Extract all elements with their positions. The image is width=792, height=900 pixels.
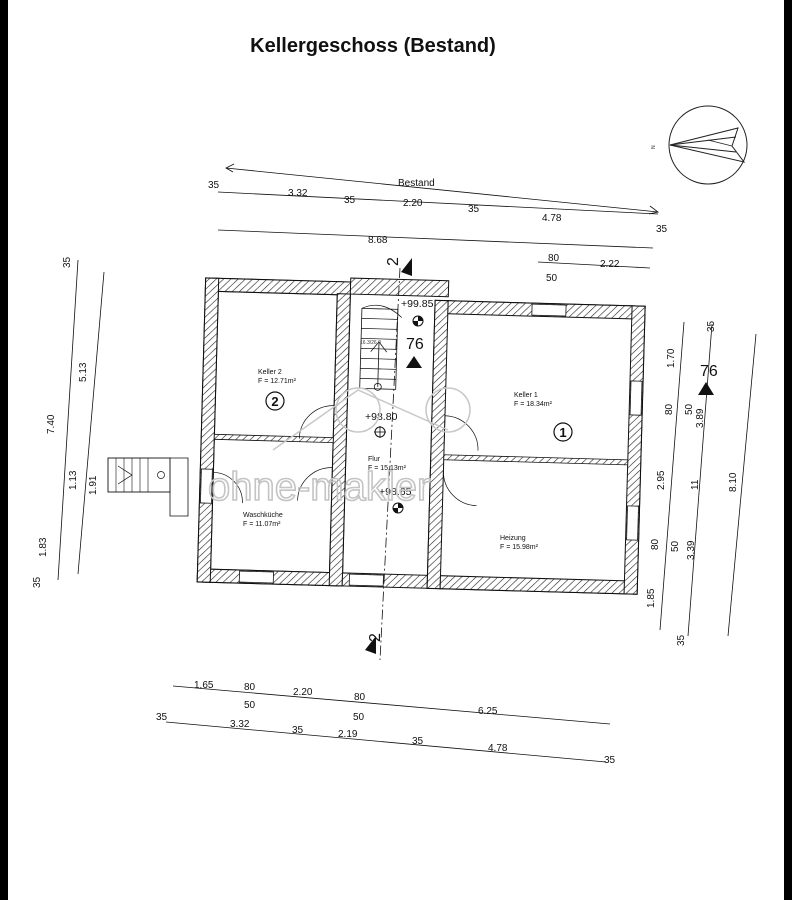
section-marker-bottom: 2 bbox=[365, 633, 384, 654]
room-area-flur: F = 15.13m² bbox=[368, 465, 407, 472]
floor-plan-svg: Kellergeschoss (Bestand) N bbox=[32, 35, 757, 766]
dim-bottom-r2-1: 3.32 bbox=[230, 719, 250, 730]
dim-bottom-r2-5: 4.78 bbox=[488, 743, 508, 754]
dim-left-1: 5.13 bbox=[78, 362, 89, 382]
dim-left-6: 35 bbox=[32, 576, 43, 588]
room-waschkueche: Waschküche F = 11.07m² bbox=[243, 512, 283, 528]
section-marker-76-right: 76 bbox=[698, 363, 718, 395]
dim-left-0: 35 bbox=[62, 256, 73, 268]
room-keller-2: Keller 2 F = 12.71m² 2 bbox=[258, 369, 297, 411]
dim-top-r3-1: 50 bbox=[546, 273, 558, 284]
room-flur: Flur F = 15.13m² bbox=[368, 456, 407, 472]
dim-top-overall: Bestand bbox=[398, 178, 435, 189]
building-walls bbox=[107, 267, 646, 661]
room-area-keller-1: F = 18.34m² bbox=[514, 401, 553, 408]
dim-bottom-r2-6: 35 bbox=[604, 755, 616, 766]
dim-left-4: 1.91 bbox=[88, 475, 99, 495]
dim-bottom-r1-5: 50 bbox=[353, 712, 365, 723]
dim-right-10: 50 bbox=[670, 540, 681, 552]
dim-top-r1-0: 35 bbox=[208, 180, 220, 191]
room-name-flur: Flur bbox=[368, 456, 381, 463]
dim-bottom-r1-4: 80 bbox=[354, 692, 366, 703]
dim-right-3: 80 bbox=[664, 403, 675, 415]
dim-left-2: 7.40 bbox=[46, 414, 57, 434]
level-mid: +98.80 bbox=[365, 411, 398, 423]
level-low: +98.65 bbox=[379, 486, 412, 498]
dim-bottom-r2-0: 35 bbox=[156, 712, 168, 723]
room-keller-1: Keller 1 F = 18.34m² 1 bbox=[514, 392, 573, 442]
section-marker-top: 2 bbox=[385, 257, 412, 276]
section-2-top-label: 2 bbox=[385, 257, 402, 266]
dim-right-1: 1.70 bbox=[666, 348, 677, 368]
exterior-stair bbox=[107, 457, 189, 517]
dim-top-r1-5: 4.78 bbox=[542, 213, 562, 224]
dim-right-5: 3.89 bbox=[695, 408, 706, 428]
room-name-keller-2: Keller 2 bbox=[258, 369, 282, 376]
section-76-right-label: 76 bbox=[700, 363, 718, 380]
dim-right-0: 35 bbox=[706, 320, 717, 332]
compass-label: N bbox=[651, 145, 657, 149]
dim-right-9: 80 bbox=[650, 538, 661, 550]
dim-top-r1-2: 35 bbox=[344, 195, 356, 206]
dim-right-6: 2.95 bbox=[656, 470, 667, 490]
room-number-2: 2 bbox=[271, 394, 278, 409]
north-compass: N bbox=[651, 105, 748, 185]
dim-top-r3-0: 80 bbox=[548, 253, 560, 264]
dim-right-8: 8.10 bbox=[728, 472, 739, 492]
dimension-chain-bottom: 1.65 80 50 2.20 80 50 6.25 35 3.32 35 2.… bbox=[156, 680, 616, 766]
room-heizung: Heizung F = 15.98m² bbox=[500, 535, 539, 551]
dim-left-5: 1.83 bbox=[38, 537, 49, 557]
section-marker-76-mid: 76 bbox=[406, 336, 424, 368]
dim-right-11: 3.39 bbox=[686, 540, 697, 560]
watermark: ohne-makler bbox=[207, 387, 471, 510]
dim-bottom-r2-2: 35 bbox=[292, 725, 304, 736]
dim-bottom-r2-4: 35 bbox=[412, 736, 424, 747]
dim-top-r2-1: 35 bbox=[656, 224, 668, 235]
dim-bottom-r1-3: 2.20 bbox=[293, 687, 313, 698]
room-number-1: 1 bbox=[559, 425, 566, 440]
level-mark-mid: +98.80 bbox=[365, 411, 398, 438]
dim-right-12: 1.85 bbox=[646, 588, 657, 608]
room-name-heizung: Heizung bbox=[500, 535, 526, 542]
dim-top-r1-1: 3.32 bbox=[288, 188, 308, 199]
dimension-chain-right: 35 1.70 80 50 3.89 2.95 11 8.10 80 50 3.… bbox=[646, 320, 757, 646]
dim-right-7: 11 bbox=[690, 479, 701, 490]
room-area-heizung: F = 15.98m² bbox=[500, 544, 539, 551]
dim-top-r1-3: 2.20 bbox=[403, 198, 423, 209]
watermark-text: ohne-makler bbox=[208, 465, 430, 509]
room-area-keller-2: F = 12.71m² bbox=[258, 378, 297, 385]
dim-right-13: 35 bbox=[676, 634, 687, 646]
dim-left-3: 1.13 bbox=[68, 470, 79, 490]
dim-top-r1-4: 35 bbox=[468, 204, 480, 215]
room-name-keller-1: Keller 1 bbox=[514, 392, 538, 399]
dim-bottom-r1-2: 50 bbox=[244, 700, 256, 711]
plan-title: Kellergeschoss (Bestand) bbox=[250, 35, 496, 57]
level-mark-top: +99.85 16.3/26.0 bbox=[360, 298, 434, 346]
room-name-waschkueche: Waschküche bbox=[243, 512, 283, 519]
dim-bottom-r1-6: 6.25 bbox=[478, 706, 498, 717]
dim-right-4: 50 bbox=[684, 403, 695, 415]
dim-top-r3-2: 2.22 bbox=[600, 259, 620, 270]
level-mark-low: +98.65 bbox=[379, 486, 412, 514]
level-top: +99.85 bbox=[401, 298, 434, 310]
stair-note: 16.3/26.0 bbox=[360, 340, 381, 346]
dim-bottom-r2-3: 2.19 bbox=[338, 729, 358, 740]
drawing-sheet: Kellergeschoss (Bestand) N bbox=[8, 0, 784, 900]
section-76-mid-label: 76 bbox=[406, 336, 424, 353]
dim-top-r2-0: 8.68 bbox=[368, 235, 388, 246]
dimension-chain-top: Bestand 35 3.32 35 2.20 35 4.78 8.68 35 … bbox=[208, 163, 668, 284]
dim-bottom-r1-1: 80 bbox=[244, 682, 256, 693]
dimension-chain-left: 35 5.13 7.40 1.13 1.91 1.83 35 bbox=[32, 256, 105, 588]
room-area-waschkueche: F = 11.07m² bbox=[243, 521, 281, 528]
dim-bottom-r1-0: 1.65 bbox=[194, 680, 214, 691]
